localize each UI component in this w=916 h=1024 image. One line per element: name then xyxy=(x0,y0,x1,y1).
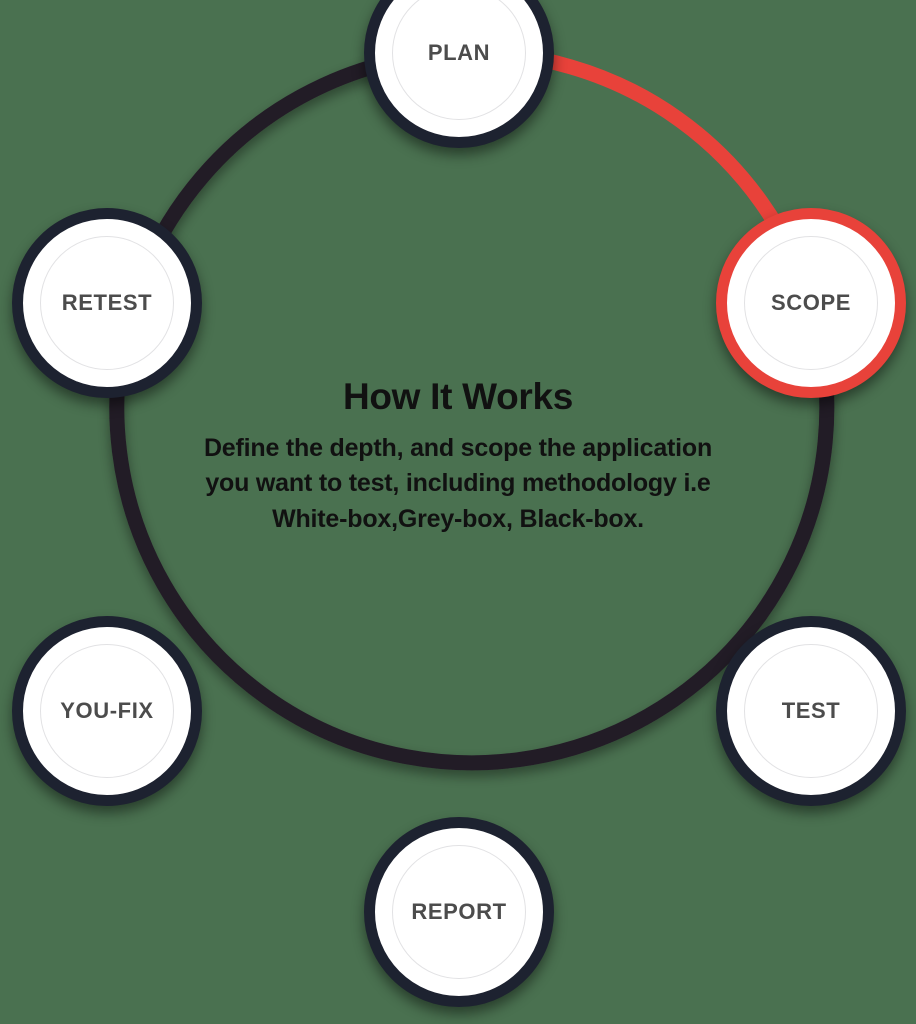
cycle-node-plan[interactable]: PLAN xyxy=(364,0,554,148)
cycle-node-label: SCOPE xyxy=(770,290,852,315)
cycle-node-test[interactable]: TEST xyxy=(716,616,906,806)
cycle-node-report[interactable]: REPORT xyxy=(364,817,554,1007)
cycle-node-label: TEST xyxy=(781,698,841,723)
connector-arc-default xyxy=(109,45,835,771)
cycle-node-retest[interactable]: RETEST xyxy=(12,208,202,398)
cycle-node-label: REPORT xyxy=(411,899,507,924)
cycle-node-label: YOU-FIX xyxy=(60,698,154,723)
cycle-node-scope[interactable]: SCOPE xyxy=(716,208,906,398)
cycle-node-label: PLAN xyxy=(427,40,491,65)
cycle-node-you-fix[interactable]: YOU-FIX xyxy=(12,616,202,806)
cycle-node-label: RETEST xyxy=(61,290,153,315)
